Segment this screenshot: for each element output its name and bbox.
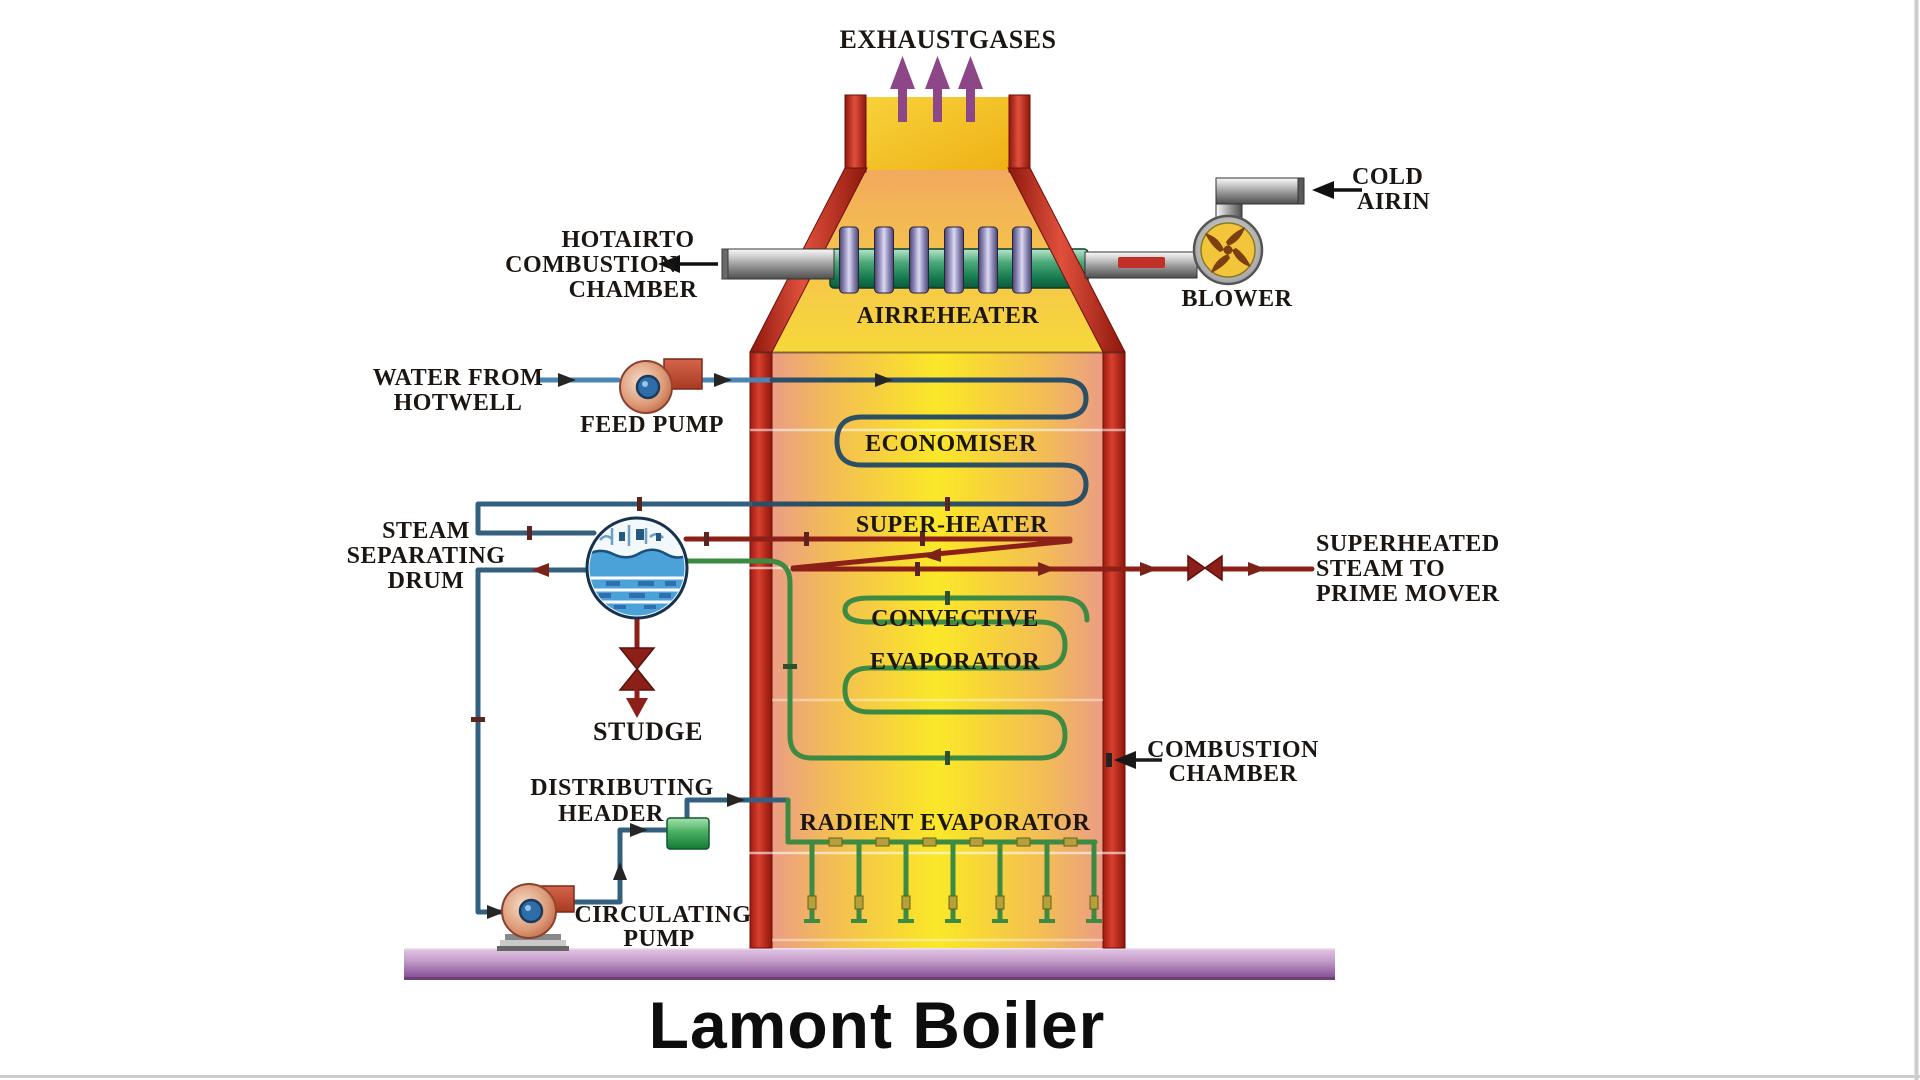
boiler-walls xyxy=(749,94,1126,949)
distributing-header-box xyxy=(666,817,710,850)
right-wall xyxy=(1102,351,1126,949)
steam-drum-label-line2: SEPARATING xyxy=(347,543,506,569)
cold-air-horizontal-pipe xyxy=(1215,177,1305,205)
hot-air-label-line3: CHAMBER xyxy=(569,277,698,303)
cold-air-label-line2: AIRIN xyxy=(1357,189,1430,215)
steam-valve xyxy=(1187,554,1223,582)
damper xyxy=(1118,257,1165,268)
superheater-lines xyxy=(683,532,1315,582)
preheater-tubes xyxy=(839,226,1032,294)
economiser-label: ECONOMISER xyxy=(865,431,1037,457)
distributing-header-label-line1: DISTRIBUTING xyxy=(530,775,713,801)
superheated-steam-label-line3: PRIME MOVER xyxy=(1316,581,1500,607)
chimney-left-bar xyxy=(844,94,867,173)
exhaust-gases-label: EXHAUSTGASES xyxy=(840,25,1057,54)
superheated-steam-label-line1: SUPERHEATED xyxy=(1316,531,1500,557)
feed-water-line xyxy=(537,373,778,387)
convective-evaporator-coil xyxy=(683,558,1090,765)
labels: EXHAUSTGASES HOTAIRTO COMBUSTION CHAMBER… xyxy=(347,25,1500,952)
air-preheater xyxy=(829,226,1089,294)
combustion-chamber-arrow xyxy=(1106,751,1162,769)
blower-label: BLOWER xyxy=(1181,286,1292,312)
air-preheater-label: AIRREHEATER xyxy=(857,303,1040,329)
steam-drum-label-line1: STEAM xyxy=(382,518,470,544)
base-platform xyxy=(404,948,1335,980)
water-from-label-line1: WATER FROM xyxy=(373,365,544,391)
radiant-evaporator-label: RADIENT EVAPORATOR xyxy=(800,810,1091,836)
evaporator-label: EVAPORATOR xyxy=(870,649,1041,675)
hot-air-pipe xyxy=(658,248,835,280)
circulating-pump-label-line1: CIRCULATING xyxy=(574,902,751,928)
super-heater-label: SUPER-HEATER xyxy=(856,512,1048,538)
sludge-label: STUDGE xyxy=(593,717,703,746)
page-title: Lamont Boiler xyxy=(649,988,1106,1062)
feed-pump xyxy=(619,358,703,414)
superheated-steam-label-line2: STEAM TO xyxy=(1316,556,1445,582)
exhaust-arrows-icon xyxy=(890,56,983,122)
left-wall xyxy=(749,351,773,949)
hot-air-label-line2: COMBUSTION xyxy=(505,252,677,278)
circulating-pump xyxy=(497,883,575,951)
cold-air-label-line1: COLD xyxy=(1352,164,1423,190)
radiant-evaporator xyxy=(785,797,1102,923)
convective-label: CONVECTIVE xyxy=(871,606,1039,632)
water-from-label-line2: HOTWELL xyxy=(394,390,523,416)
circulating-pump-label-line2: PUMP xyxy=(623,926,694,952)
steam-separating-drum xyxy=(585,516,689,620)
economiser-coil xyxy=(747,373,1089,511)
chimney-right-bar xyxy=(1008,94,1031,173)
fan-blades-icon xyxy=(1205,227,1251,273)
combustion-chamber-label-line1: COMBUSTION xyxy=(1147,737,1319,763)
steam-drum-label-line3: DRUM xyxy=(388,568,465,594)
blowdown-valve xyxy=(618,613,656,718)
drum-circuit xyxy=(471,497,791,919)
blower-assembly xyxy=(1084,177,1362,286)
hot-air-label-line1: HOTAIRTO xyxy=(562,227,695,253)
feed-pump-label: FEED PUMP xyxy=(580,412,724,438)
combustion-chamber-label-line2: CHAMBER xyxy=(1169,761,1298,787)
distributing-header-label-line2: HEADER xyxy=(558,801,664,827)
